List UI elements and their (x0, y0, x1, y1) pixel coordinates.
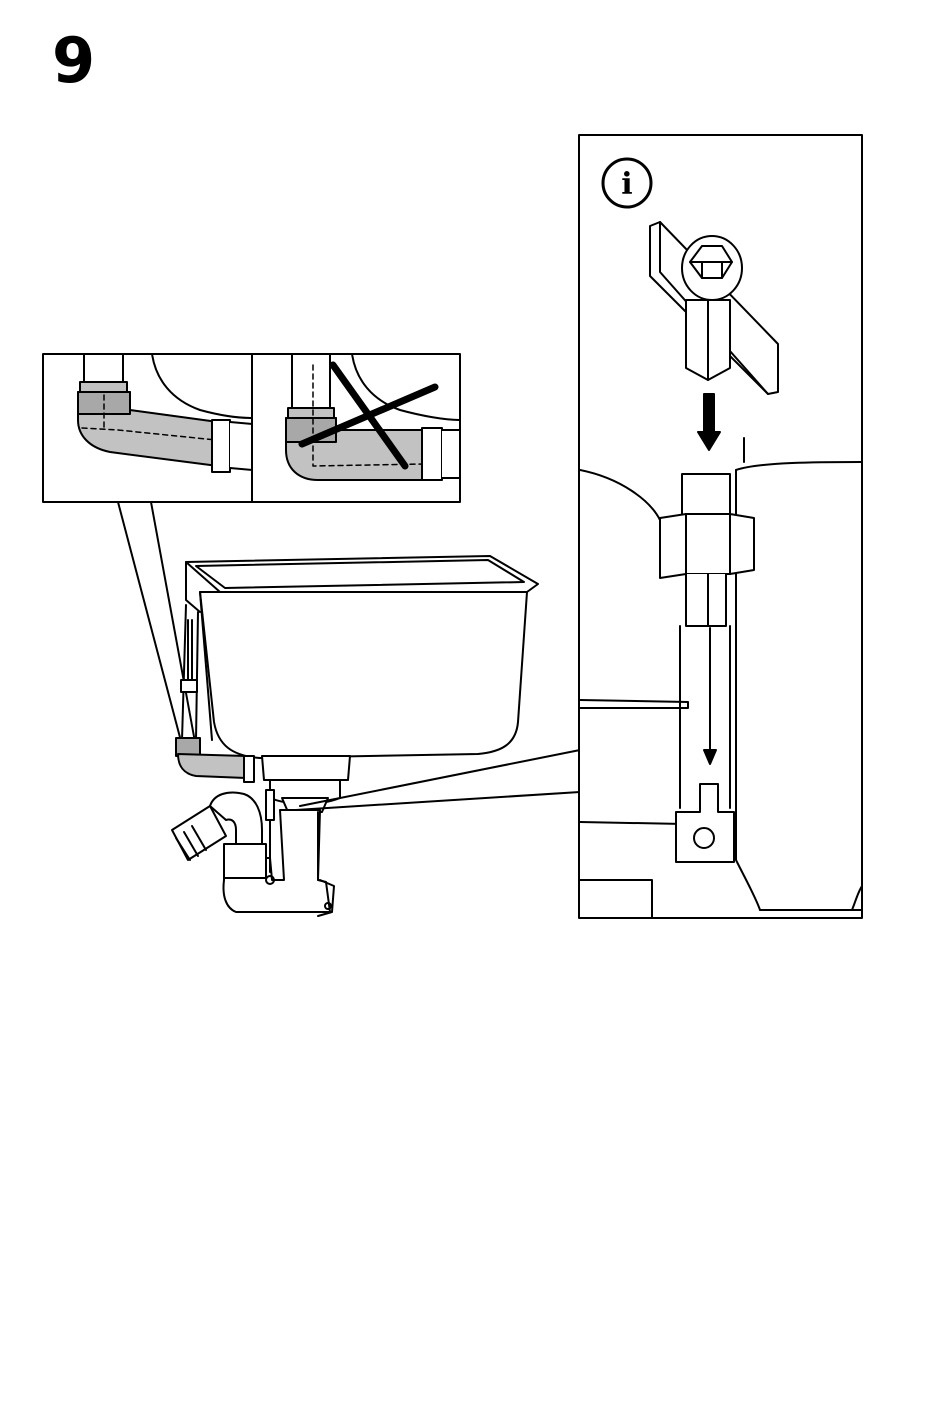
sink-basin (186, 556, 538, 758)
info-letter: i (621, 167, 632, 202)
drain-outlet (262, 756, 350, 812)
